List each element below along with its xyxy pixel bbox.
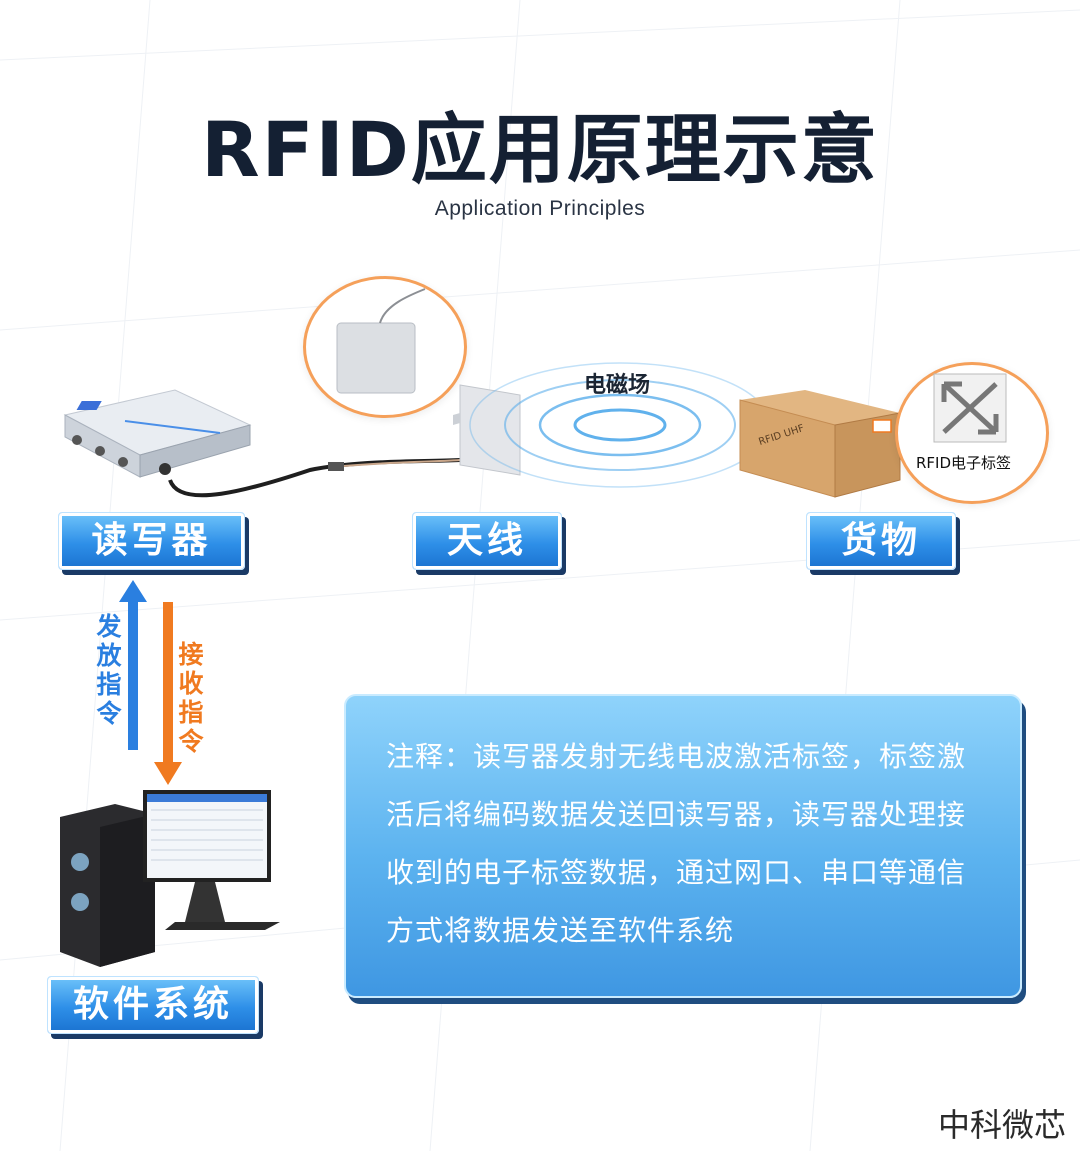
- antenna-cable: [168, 458, 461, 498]
- label-goods: 货物: [806, 512, 956, 570]
- note-line: 注释：读写器发射无线电波激活标签，标签激: [386, 740, 967, 773]
- page-subtitle: Application Principles: [434, 197, 646, 220]
- cargo-box-image: [739, 390, 901, 498]
- page-title: RFID应用原理示意: [201, 105, 879, 194]
- note-line: 活后将编码数据发送回读写器，读写器处理接: [386, 798, 967, 831]
- electromagnetic-field-rings: [469, 362, 770, 488]
- label-reader: 读写器: [58, 512, 245, 570]
- field-label: 电磁场: [584, 373, 651, 398]
- computer-image: [60, 790, 280, 967]
- send-arrow-icon: [119, 580, 147, 750]
- label-software: 软件系统: [47, 976, 259, 1034]
- label-antenna: 天线: [412, 512, 562, 570]
- antenna-zoom-image: [336, 288, 426, 394]
- note-line: 方式将数据发送至软件系统: [386, 914, 735, 947]
- note-text: 注释：读写器发射无线电波激活标签，标签激 活后将编码数据发送回读写器，读写器处理…: [386, 728, 986, 960]
- receive-command-label: 接 收 指 令: [178, 640, 204, 756]
- tag-caption: RFID电子标签: [916, 454, 1012, 472]
- receive-arrow-icon: [154, 602, 182, 785]
- rfid-reader-image: [63, 389, 252, 478]
- brand-logo-text: 中科微芯: [937, 1106, 1066, 1144]
- note-line: 收到的电子标签数据，通过网口、串口等通信: [386, 856, 967, 889]
- send-command-label: 发 放 指 令: [96, 612, 122, 728]
- antenna-panel-image: [453, 384, 521, 476]
- note-box: [344, 694, 1022, 998]
- rfid-tag-image: [933, 373, 1007, 443]
